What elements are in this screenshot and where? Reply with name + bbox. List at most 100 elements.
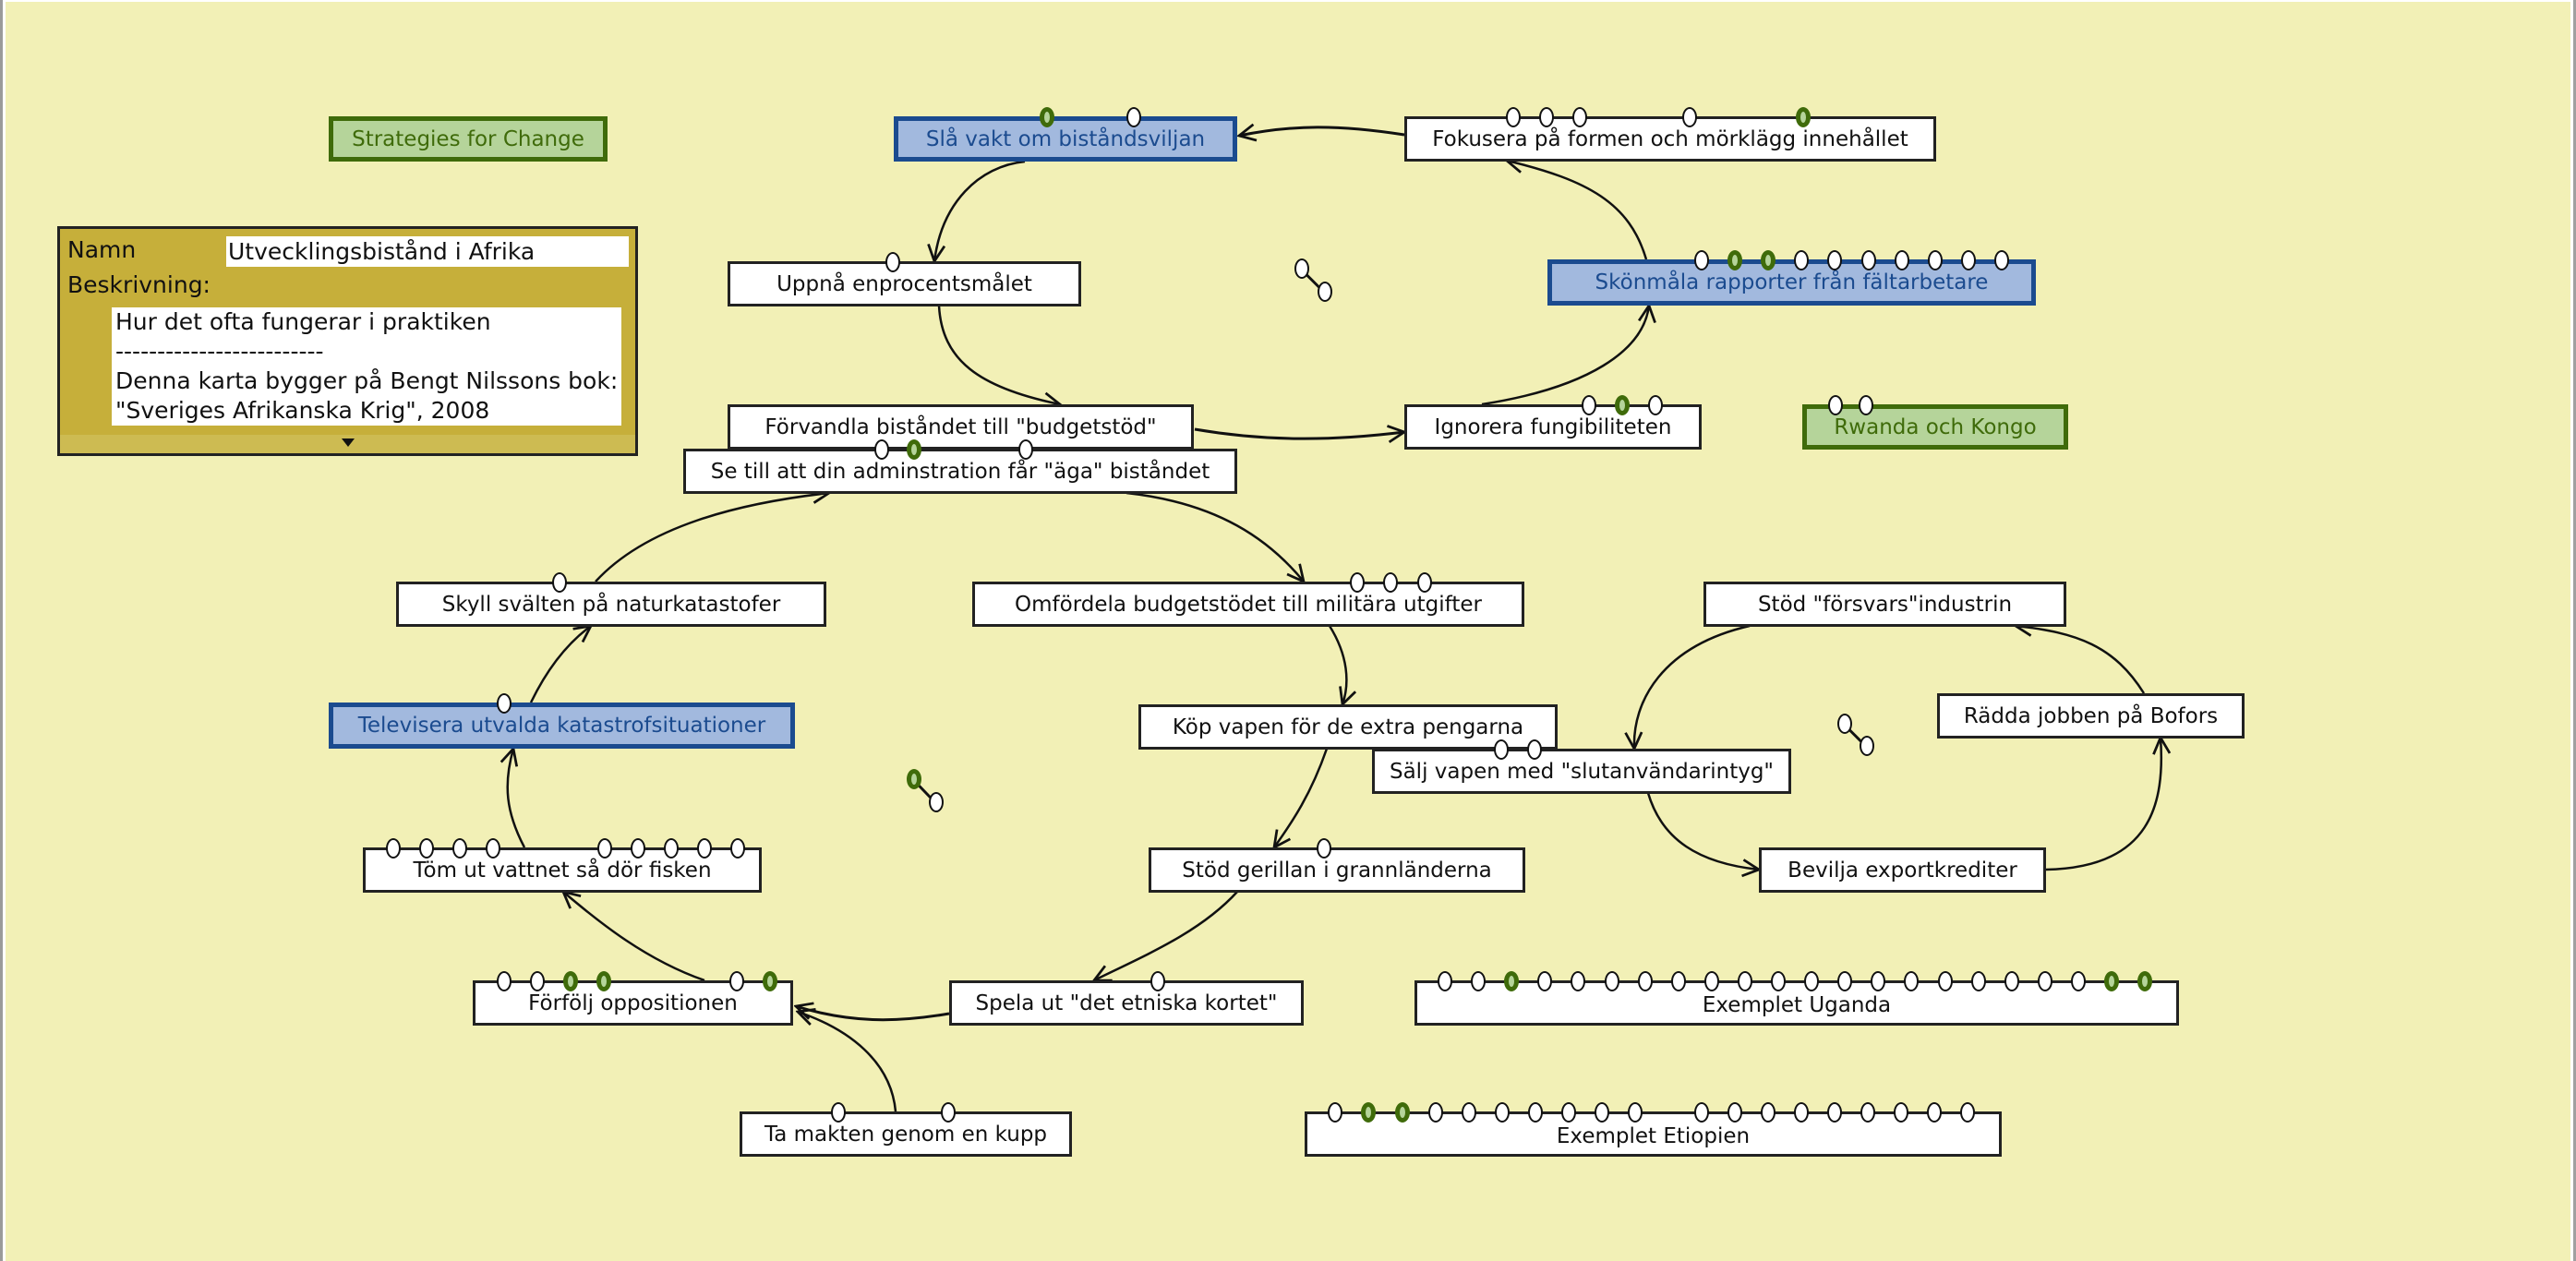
link-dot[interactable] (1637, 971, 1653, 991)
edge-stod-forsvars-to-salj-vapen[interactable] (1634, 624, 1751, 749)
link-dot[interactable] (1539, 107, 1554, 127)
link-dot[interactable] (941, 1102, 956, 1123)
link-dot[interactable] (1438, 971, 1452, 991)
link-dot[interactable] (885, 252, 900, 272)
node-bevilja[interactable]: Bevilja exportkrediter (1759, 847, 2046, 893)
node-skyll[interactable]: Skyll svälten på naturkatastofer (396, 582, 826, 627)
link-dot[interactable] (1471, 971, 1487, 991)
link-dot[interactable] (1794, 250, 1809, 270)
link-dot[interactable] (1527, 739, 1542, 760)
link-dot[interactable] (1828, 395, 1843, 415)
active-link-dot[interactable] (2137, 971, 2153, 991)
link-dot[interactable] (1670, 971, 1686, 991)
node-stod-forsvars[interactable]: Stöd "försvars"industrin (1703, 582, 2066, 627)
link-dot[interactable] (1694, 250, 1709, 270)
triangle-down-icon[interactable] (341, 438, 355, 447)
node-uppna[interactable]: Uppnå enprocentsmålet (728, 261, 1081, 306)
floating-link-dot[interactable] (1318, 282, 1332, 302)
edge-skonmala-to-fokusera[interactable] (1507, 161, 1648, 260)
link-dot[interactable] (874, 439, 889, 460)
link-dot[interactable] (1018, 439, 1033, 460)
link-dot[interactable] (1859, 395, 1873, 415)
link-dot[interactable] (729, 971, 744, 991)
edge-skyll-to-se-till[interactable] (595, 493, 829, 582)
node-strategies[interactable]: Strategies for Change (329, 116, 608, 162)
node-radda[interactable]: Rädda jobben på Bofors (1937, 693, 2245, 739)
link-dot[interactable] (1837, 971, 1853, 991)
link-dot[interactable] (1827, 250, 1842, 270)
edge-stod-gerillan-to-spela-ut[interactable] (1094, 891, 1238, 980)
link-dot[interactable] (1928, 250, 1943, 270)
link-dot[interactable] (1350, 572, 1365, 593)
node-sla-vakt[interactable]: Slå vakt om biståndsviljan (894, 116, 1237, 162)
link-dot[interactable] (1682, 107, 1697, 127)
active-link-dot[interactable] (763, 971, 777, 991)
edge-salj-vapen-to-bevilja[interactable] (1646, 792, 1759, 870)
link-dot[interactable] (1317, 838, 1331, 859)
node-rwanda[interactable]: Rwanda och Kongo (1802, 404, 2068, 450)
link-dot[interactable] (1582, 395, 1596, 415)
link-dot[interactable] (1595, 1102, 1609, 1123)
node-ta-makten[interactable]: Ta makten genom en kupp (740, 1111, 1072, 1157)
active-link-dot[interactable] (907, 439, 921, 460)
link-dot[interactable] (831, 1102, 846, 1123)
active-link-dot[interactable] (2104, 971, 2119, 991)
node-salj-vapen[interactable]: Sälj vapen med "slutanvändarintyg" (1372, 749, 1791, 794)
edge-omfordela-to-kop-vapen[interactable] (1328, 625, 1346, 704)
active-link-dot[interactable] (1361, 1102, 1376, 1123)
link-dot[interactable] (1761, 1102, 1776, 1123)
link-dot[interactable] (1727, 1102, 1742, 1123)
link-dot[interactable] (1703, 971, 1719, 991)
edge-kop-vapen-to-stod-gerillan[interactable] (1274, 748, 1329, 847)
active-link-dot[interactable] (563, 971, 578, 991)
link-dot[interactable] (1771, 971, 1786, 991)
link-dot[interactable] (1860, 1102, 1875, 1123)
link-dot[interactable] (486, 838, 500, 859)
node-fokusera[interactable]: Fokusera på formen och mörklägg innehåll… (1404, 116, 1936, 162)
edge-forfolj-to-tom-ut[interactable] (563, 892, 705, 982)
edge-forvandla-to-ignorera[interactable] (1194, 429, 1404, 438)
link-dot[interactable] (386, 838, 401, 859)
link-dot[interactable] (1572, 107, 1587, 127)
link-dot[interactable] (1628, 1102, 1643, 1123)
link-dot[interactable] (1495, 1102, 1510, 1123)
edge-televisera-to-skyll[interactable] (529, 626, 591, 703)
active-link-dot[interactable] (1504, 971, 1520, 991)
edge-uppna-to-forvandla[interactable] (937, 305, 1060, 404)
link-dot[interactable] (664, 838, 679, 859)
link-dot[interactable] (2004, 971, 2019, 991)
link-dot[interactable] (1561, 1102, 1576, 1123)
link-dot[interactable] (1970, 971, 1986, 991)
node-stod-gerillan[interactable]: Stöd gerillan i grannländerna (1149, 847, 1525, 893)
link-dot[interactable] (1604, 971, 1619, 991)
link-dot[interactable] (1861, 250, 1876, 270)
link-dot[interactable] (497, 693, 512, 714)
link-dot[interactable] (1904, 971, 1920, 991)
node-forvandla[interactable]: Förvandla biståndet till "budgetstöd" (728, 404, 1194, 450)
link-dot[interactable] (552, 572, 567, 593)
active-link-dot[interactable] (1796, 107, 1811, 127)
link-dot[interactable] (1960, 1102, 1975, 1123)
link-dot[interactable] (1737, 971, 1752, 991)
edge-spela-ut-to-forfolj[interactable] (796, 1006, 950, 1022)
name-field[interactable]: Utvecklingsbistånd i Afrika (226, 236, 629, 267)
link-dot[interactable] (1871, 971, 1886, 991)
active-link-dot[interactable] (1727, 250, 1742, 270)
node-spela-ut[interactable]: Spela ut "det etniska kortet" (949, 980, 1304, 1026)
link-dot[interactable] (730, 838, 745, 859)
edge-sla-vakt-to-uppna[interactable] (934, 160, 1026, 261)
node-omfordela[interactable]: Omfördela budgetstödet till militära utg… (972, 582, 1524, 627)
link-dot[interactable] (530, 971, 545, 991)
floating-link-dot[interactable] (1860, 736, 1874, 756)
link-dot[interactable] (697, 838, 712, 859)
link-dot[interactable] (1462, 1102, 1476, 1123)
active-link-dot[interactable] (1040, 107, 1054, 127)
link-dot[interactable] (1894, 1102, 1908, 1123)
edge-bevilja-to-radda[interactable] (2045, 738, 2161, 871)
link-dot[interactable] (1648, 395, 1663, 415)
link-dot[interactable] (1961, 250, 1976, 270)
active-link-dot[interactable] (596, 971, 611, 991)
link-dot[interactable] (1528, 1102, 1543, 1123)
link-dot[interactable] (1383, 572, 1398, 593)
